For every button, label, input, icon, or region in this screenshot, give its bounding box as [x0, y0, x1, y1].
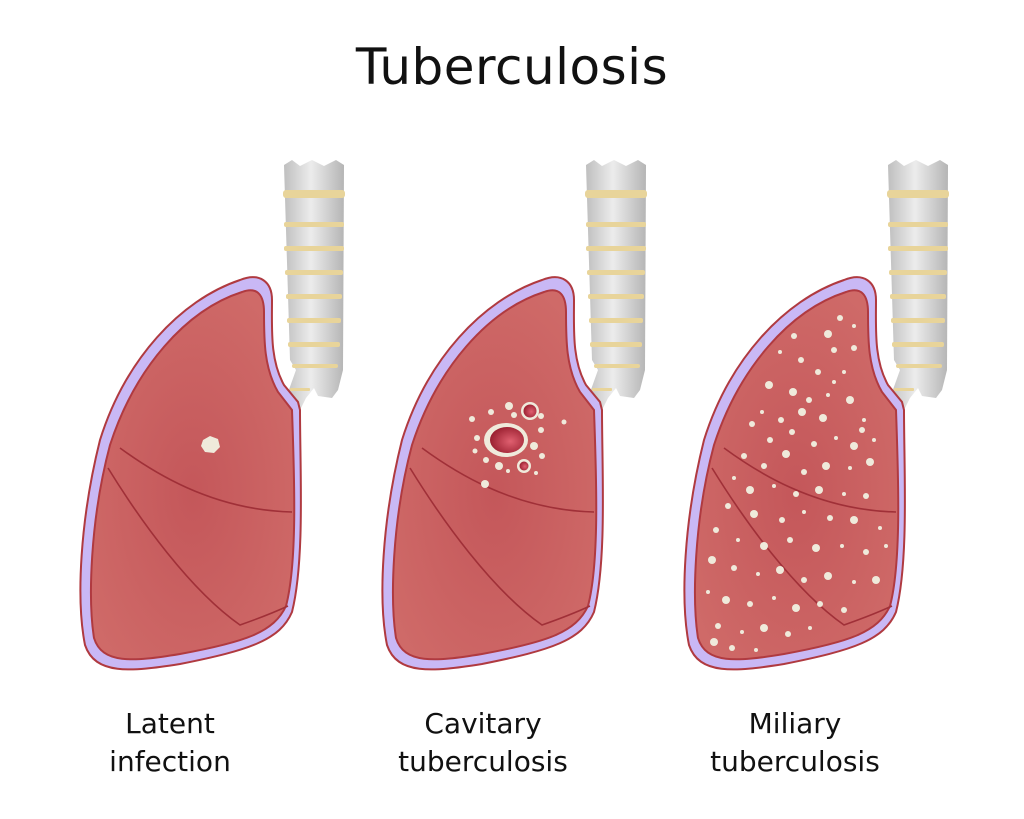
label-line2: tuberculosis [398, 745, 568, 778]
trachea-icon [585, 160, 647, 410]
panel-cavitary-tuberculosis [381, 160, 647, 671]
single-nodule [201, 436, 220, 453]
miliary-nodules [706, 315, 888, 652]
label-miliary-tuberculosis: Miliary tuberculosis [665, 705, 925, 781]
label-line2: infection [109, 745, 231, 778]
label-cavitary-tuberculosis: Cavitary tuberculosis [353, 705, 613, 781]
diagram-title: Tuberculosis [355, 38, 669, 96]
trachea-icon [283, 160, 345, 410]
lung-icon [79, 276, 302, 671]
label-line1: Miliary [748, 707, 842, 740]
lung-icon [381, 276, 604, 671]
panel-miliary-tuberculosis [683, 160, 949, 671]
label-line2: tuberculosis [710, 745, 880, 778]
label-line1: Latent [125, 707, 215, 740]
cavity-lesions [469, 402, 567, 488]
label-line1: Cavitary [424, 707, 542, 740]
trachea-icon [887, 160, 949, 410]
label-latent-infection: Latent infection [40, 705, 300, 781]
panel-latent-infection [79, 160, 345, 671]
